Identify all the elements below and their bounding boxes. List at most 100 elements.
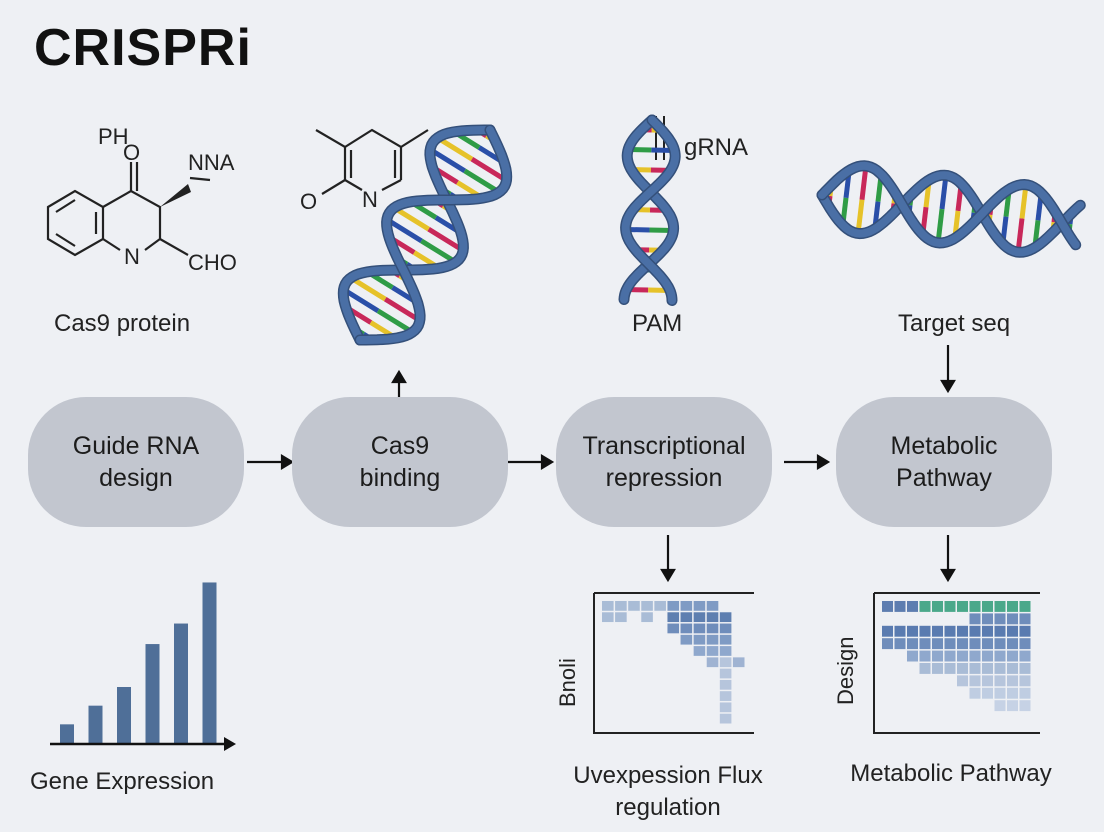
heatmap-cell (894, 638, 906, 650)
base-pair (349, 275, 387, 302)
molecule-structure-2 (315, 128, 429, 195)
bar-4 (145, 644, 160, 743)
heatmap-cell (1019, 663, 1031, 674)
heatmap-cell (706, 601, 719, 611)
heatmap-cell (1007, 663, 1018, 674)
heatmap-cell (680, 612, 693, 623)
heatmap-cell (932, 650, 943, 662)
heatmap-pathway (873, 592, 1040, 734)
base-pair (392, 205, 430, 232)
heatmap-cell (706, 634, 719, 645)
heatmap-cell (1007, 650, 1018, 662)
atom-nna: NNA (188, 150, 235, 175)
dna-strand-1 (818, 171, 1085, 257)
heatmap-cell (907, 601, 918, 612)
bar-1 (60, 724, 74, 743)
atom-o: O (123, 140, 140, 165)
heatmap-cell (641, 601, 653, 611)
heatmap-cell (719, 623, 732, 634)
heatmap-cell (944, 663, 956, 674)
heatmap-cell (932, 663, 943, 674)
heatmap-cell (982, 601, 993, 612)
heatmap-cell (994, 687, 1006, 699)
heatmap-cell (667, 612, 680, 623)
heatmap-cell (919, 650, 931, 662)
base-pair (436, 135, 474, 162)
bar-5 (174, 623, 188, 743)
base-pair (383, 297, 422, 323)
heatmap-cell (919, 601, 931, 612)
heatmap-cell (957, 601, 968, 612)
heatmap-cell (719, 713, 732, 724)
heatmap-cell (719, 657, 732, 668)
heatmap-cell (1019, 613, 1031, 625)
heatmap-pathway-ylabel: Design (833, 636, 858, 705)
heatmap-cell (944, 601, 956, 612)
node-cas9-binding: Cas9 binding (292, 397, 508, 527)
base-pair (427, 227, 465, 253)
heatmap-cell (994, 675, 1006, 687)
heatmap-cell (882, 638, 893, 650)
heatmap-cell (982, 625, 993, 637)
heatmap-cell (982, 687, 993, 699)
bar-6 (202, 582, 217, 743)
dna-helix-pam (618, 114, 681, 306)
heatmap-cell (969, 663, 981, 674)
atom-n-2: N (362, 187, 378, 212)
heatmap-cell (994, 613, 1006, 625)
heatmap-cell (719, 691, 732, 701)
base-pair (939, 175, 949, 210)
dna-strand-2 (621, 116, 680, 305)
heatmap-cell (719, 679, 732, 690)
heatmap-cell (654, 601, 666, 611)
heatmap-cell (1007, 700, 1018, 712)
heatmap-cell (957, 675, 968, 687)
base-pair (855, 199, 865, 234)
heatmap-cell (994, 700, 1006, 712)
heatmap-cell (1019, 638, 1031, 650)
dna-helix-target (816, 160, 1086, 258)
heatmap-cell (969, 601, 981, 612)
heatmap-cell (894, 601, 906, 612)
base-pair (428, 147, 467, 173)
heatmap-flux (593, 592, 754, 734)
bar-3 (117, 687, 131, 743)
heatmap-cell (957, 625, 968, 637)
base-pair (1015, 218, 1025, 253)
heatmap-cell (994, 650, 1006, 662)
heatmap-cell (932, 601, 943, 612)
dna-strand-1 (620, 116, 678, 304)
heatmap-cell (919, 663, 931, 674)
heatmap-cell (693, 623, 706, 634)
heatmap-cell (907, 625, 918, 637)
base-pair (935, 208, 945, 244)
base-pair (342, 287, 380, 313)
heatmap-cell (693, 646, 706, 656)
heatmap-pathway-label: Metabolic Pathway (850, 760, 1052, 787)
heatmap-cell (719, 634, 732, 645)
node-guide-rna-design: Guide RNA design (28, 397, 244, 527)
heatmap-cell (641, 612, 653, 623)
dna-strand-1 (339, 126, 494, 344)
heatmap-cell (994, 638, 1006, 650)
heatmap-cell (944, 650, 956, 662)
heatmap-cell (719, 702, 732, 713)
heatmap-cell (1019, 675, 1031, 687)
heatmap-cell (732, 657, 745, 668)
heatmap-cell (1007, 601, 1018, 612)
base-pair (463, 168, 501, 195)
atom-o-2: O (300, 189, 317, 214)
heatmap-frame (873, 593, 1040, 734)
base-pair (420, 238, 458, 265)
heatmap-cell (706, 646, 719, 656)
bar-2 (88, 705, 103, 743)
heatmap-flux-ylabel: Bnoli (555, 658, 580, 707)
heatmap-cell (680, 601, 693, 611)
heatmap-cell (982, 650, 993, 662)
node-label: Transcriptional repression (582, 432, 746, 492)
heatmap-cell (615, 601, 627, 611)
heatmap-cell (969, 650, 981, 662)
heatmap-cell (894, 625, 906, 637)
heatmap-cell (882, 601, 893, 612)
